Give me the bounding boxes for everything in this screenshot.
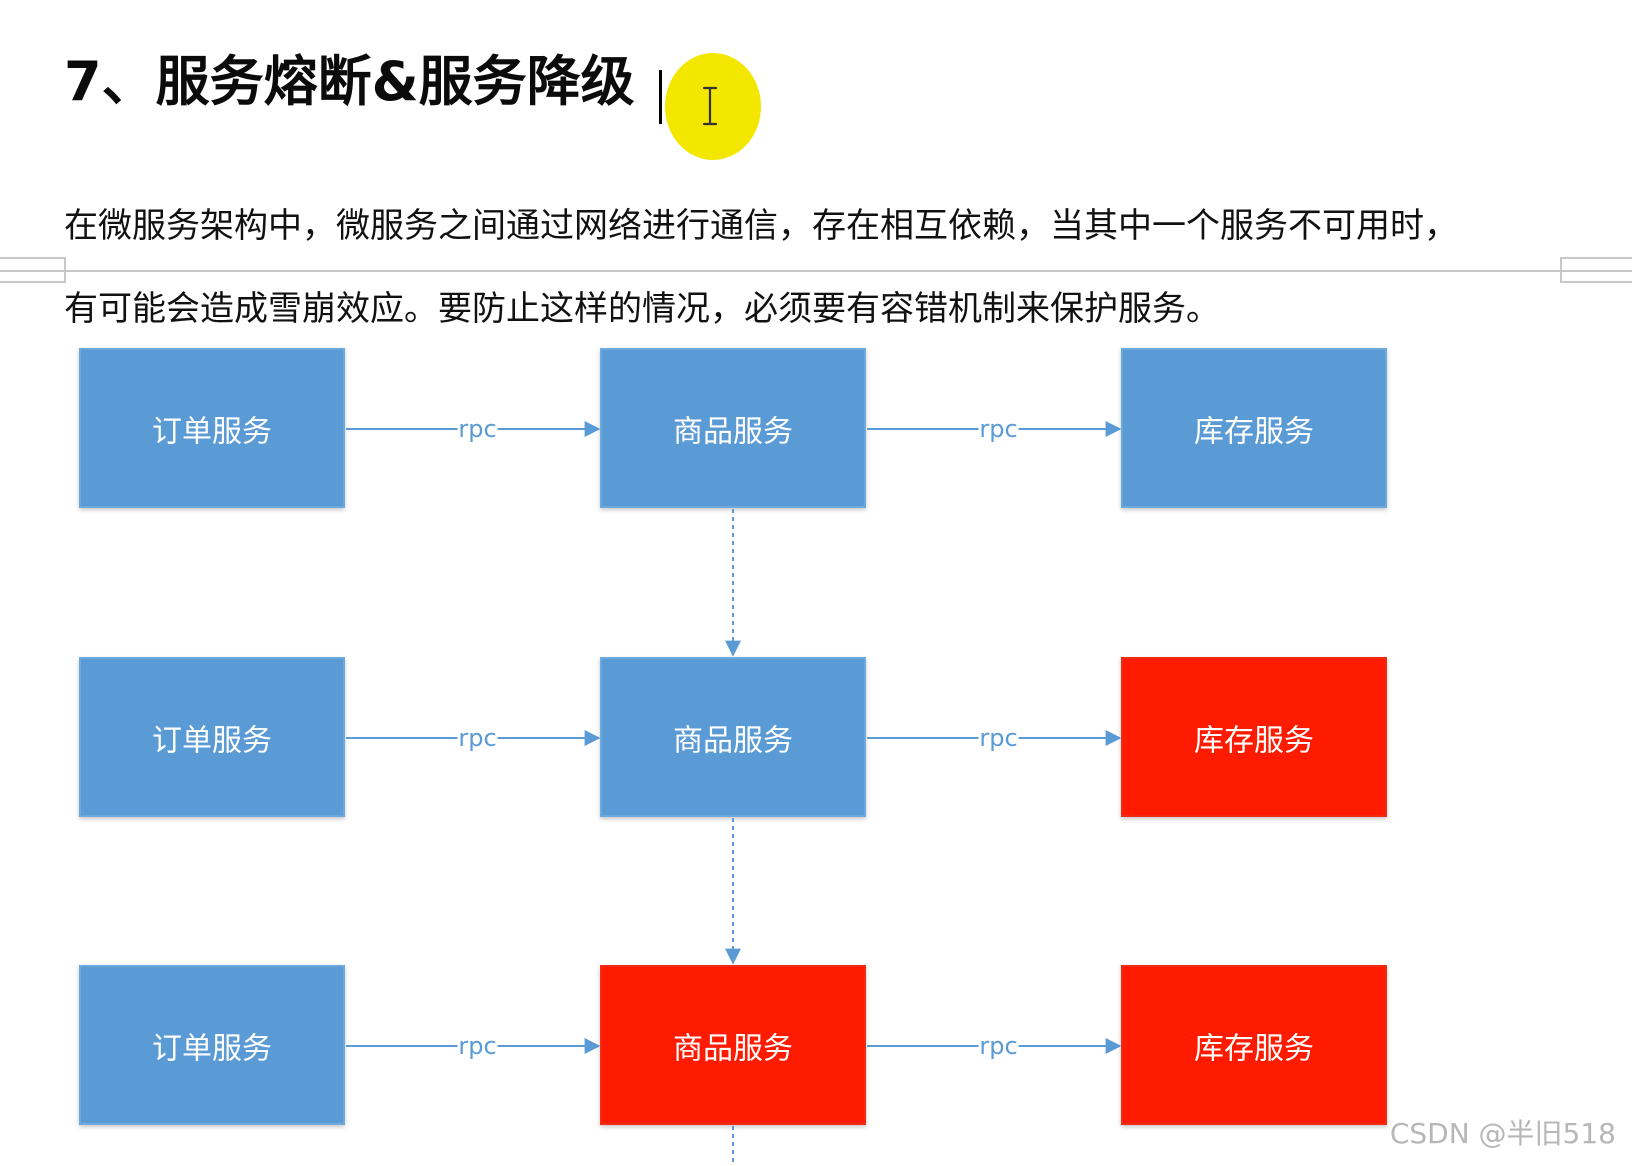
inventory-service-label-row-3: 库存服务 [1194,1032,1314,1067]
inventory-service-box-row-3: 库存服务 [1121,965,1387,1125]
order-service-rect-row-3 [79,965,345,1125]
inventory-service-rect-row-2 [1121,657,1387,817]
order-service-box-row-3: 订单服务 [79,965,345,1125]
product-service-box-row-3: 商品服务 [600,965,866,1125]
inventory-service-box-row-1: 库存服务 [1121,348,1387,508]
order-service-rect-row-2 [79,657,345,817]
rpc-label-row-1-1: rpc [458,415,496,443]
i-beam-cursor-icon [702,86,718,126]
product-service-label-row-1: 商品服务 [673,415,793,450]
cursor-highlight [665,53,761,160]
rpc-label-background-row-1-2 [978,414,1019,444]
right-page-margin-marker [1560,257,1632,283]
page-title: 7、服务熔断&服务降级 [64,50,635,113]
rpc-label-row-3-1: rpc [458,1032,496,1060]
product-service-rect-row-2 [600,657,866,817]
inventory-service-box-row-2: 库存服务 [1121,657,1387,817]
rpc-label-background-row-3-1 [457,1031,498,1061]
order-service-rect-row-1 [79,348,345,508]
rpc-label-row-2-2: rpc [979,724,1017,752]
product-service-box-row-1: 商品服务 [600,348,866,508]
order-service-box-row-2: 订单服务 [79,657,345,817]
rpc-label-background-row-1-1 [457,414,498,444]
product-service-rect-row-3 [600,965,866,1125]
rpc-label-background-row-2-1 [457,723,498,753]
order-service-box-row-1: 订单服务 [79,348,345,508]
order-service-label-row-3: 订单服务 [152,1032,272,1067]
rpc-label-row-3-2: rpc [979,1032,1017,1060]
order-service-label-row-1: 订单服务 [152,415,272,450]
inventory-service-label-row-1: 库存服务 [1194,415,1314,450]
paragraph-line-2: 有可能会造成雪崩效应。要防止这样的情况，必须要有容错机制来保护服务。 [64,289,1220,329]
inventory-service-rect-row-3 [1121,965,1387,1125]
rpc-label-row-2-1: rpc [458,724,496,752]
order-service-label-row-2: 订单服务 [152,724,272,759]
text-cursor [659,70,662,124]
rpc-label-background-row-3-2 [978,1031,1019,1061]
inventory-service-rect-row-1 [1121,348,1387,508]
product-service-box-row-2: 商品服务 [600,657,866,817]
rpc-label-row-1-2: rpc [979,415,1017,443]
rpc-label-background-row-2-2 [978,723,1019,753]
product-service-label-row-2: 商品服务 [673,724,793,759]
product-service-label-row-3: 商品服务 [673,1032,793,1067]
product-service-rect-row-1 [600,348,866,508]
paragraph-line-1: 在微服务架构中，微服务之间通过网络进行通信，存在相互依赖，当其中一个服务不可用时… [64,206,1458,246]
page-break-line [0,270,1632,272]
inventory-service-label-row-2: 库存服务 [1194,724,1314,759]
csdn-watermark: CSDN @半旧518 [1389,1117,1616,1150]
